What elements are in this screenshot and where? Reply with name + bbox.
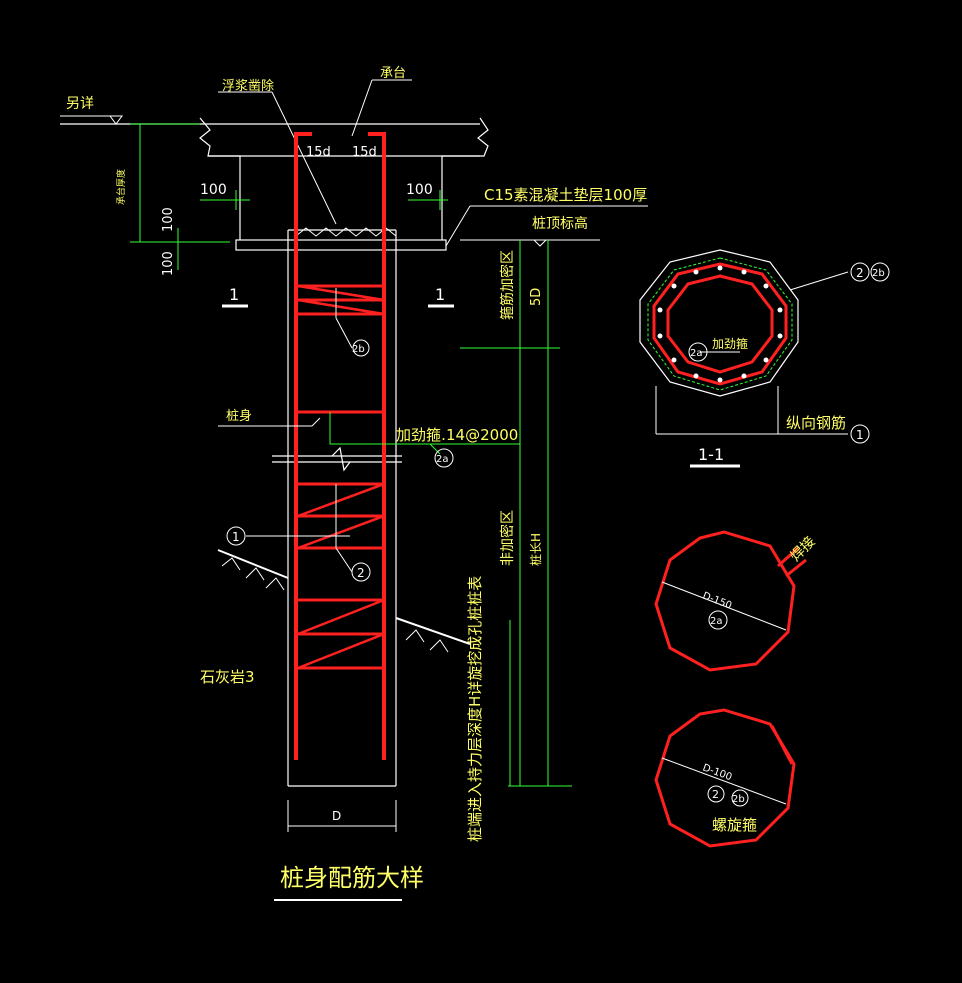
section-mark-right: 1 [435,285,445,304]
section-stiffener-label: 加劲箍 [712,336,748,351]
ring-stiffener-detail [654,530,807,672]
weld-label: 焊接 [787,533,819,565]
anchor-left-label: 15d [306,145,331,160]
tag-2-spiral-text: 2 [712,788,719,801]
ring-dim-label: D-150 [701,591,733,612]
other-detail-marker: 另详 [60,96,123,125]
tag-2-section-text: 2 [856,266,864,280]
tag-2a-pile: 2a [434,448,454,468]
dim-100-vertical-2: 100 [161,251,176,276]
pile-top-marker [532,239,548,247]
dim-5d-label: 5D [529,288,544,306]
pile-body-label: 桩身 [226,408,252,424]
cap-thickness-dim [130,123,230,270]
tag-2a-pile-text: 2a [436,454,449,465]
tag-2a-ring-text: 2a [710,616,723,627]
pile-rebar [294,132,386,760]
pile-cap-outline [60,117,489,251]
pile-callout-leaders [218,288,353,573]
ground-lines [217,549,471,645]
section-title: 1-1 [698,445,724,464]
tag-2b-spiral-text: 2b [732,794,745,805]
tag-2b-pile: 2b [352,339,370,357]
main-title: 桩身配筋大样 [280,864,424,892]
tag-2-pile: 2 [351,562,371,582]
cushion-leader [445,205,648,247]
pile-top-label: 桩顶标高 [532,215,588,232]
tag-2-section: 2 [850,262,870,282]
tag-1-pile: 1 [226,526,246,546]
spiral-hoop-detail [654,708,796,848]
tag-2a-ring: 2a [708,610,728,630]
longitudinal-bar-dots [657,265,783,383]
tag-2b-spiral: 2b [731,789,749,807]
cap-label: 承台 [380,66,406,81]
ground-hatch [221,557,449,653]
non-dense-zone-label: 非加密区 [499,510,516,566]
section-mark-left: 1 [229,285,239,304]
laitance-label: 浮浆凿除 [222,79,274,94]
dense-zone-label: 箍筋加密区 [499,250,516,320]
tag-2a-section: 2a [688,342,708,362]
right-dimensions [460,240,572,787]
tag-2-pile-text: 2 [357,566,365,580]
dim-100-vertical-1: 100 [161,207,176,232]
dim-D-label: D [332,809,341,823]
stiffener-label: 加劲箍․14@2000 [396,426,518,444]
tag-2-spiral: 2 [707,785,725,803]
tag-2a-section-text: 2a [690,348,703,359]
tag-1-pile-text: 1 [232,530,240,544]
cushion-label: C15素混凝土垫层100厚 [484,186,647,204]
bottom-dimension [287,800,397,832]
top-leaders [218,79,412,237]
cap-thickness-label: 承台厚度 [115,169,127,205]
spiral-dim-label: D-100 [701,762,733,783]
spiral-label: 螺旋箍 [712,816,757,834]
longitudinal-label: 纵向钢筋 [786,414,846,432]
pile-body-outline [272,229,402,787]
limestone-label: 石灰岩3 [200,668,255,686]
dim-100-right: 100 [406,182,433,198]
pile-length-label: 桩长H [528,533,543,566]
tag-2b-section: 2b [870,262,890,282]
tag-1-section-text: 1 [856,428,864,442]
horizontal-100-dims [200,190,448,210]
rock-embedment-note: 桩端进入持力层深度H详旋挖成孔桩桩表 [466,576,484,842]
tag-2b-section-text: 2b [872,268,885,279]
tag-2b-pile-text: 2b [352,344,365,355]
section-1-1 [639,249,849,468]
other-detail-label: 另详 [66,96,94,112]
anchor-right-label: 15d [352,145,377,160]
dim-100-left: 100 [200,182,227,198]
tag-1-section: 1 [850,424,870,444]
stiffener-leader [329,412,520,455]
